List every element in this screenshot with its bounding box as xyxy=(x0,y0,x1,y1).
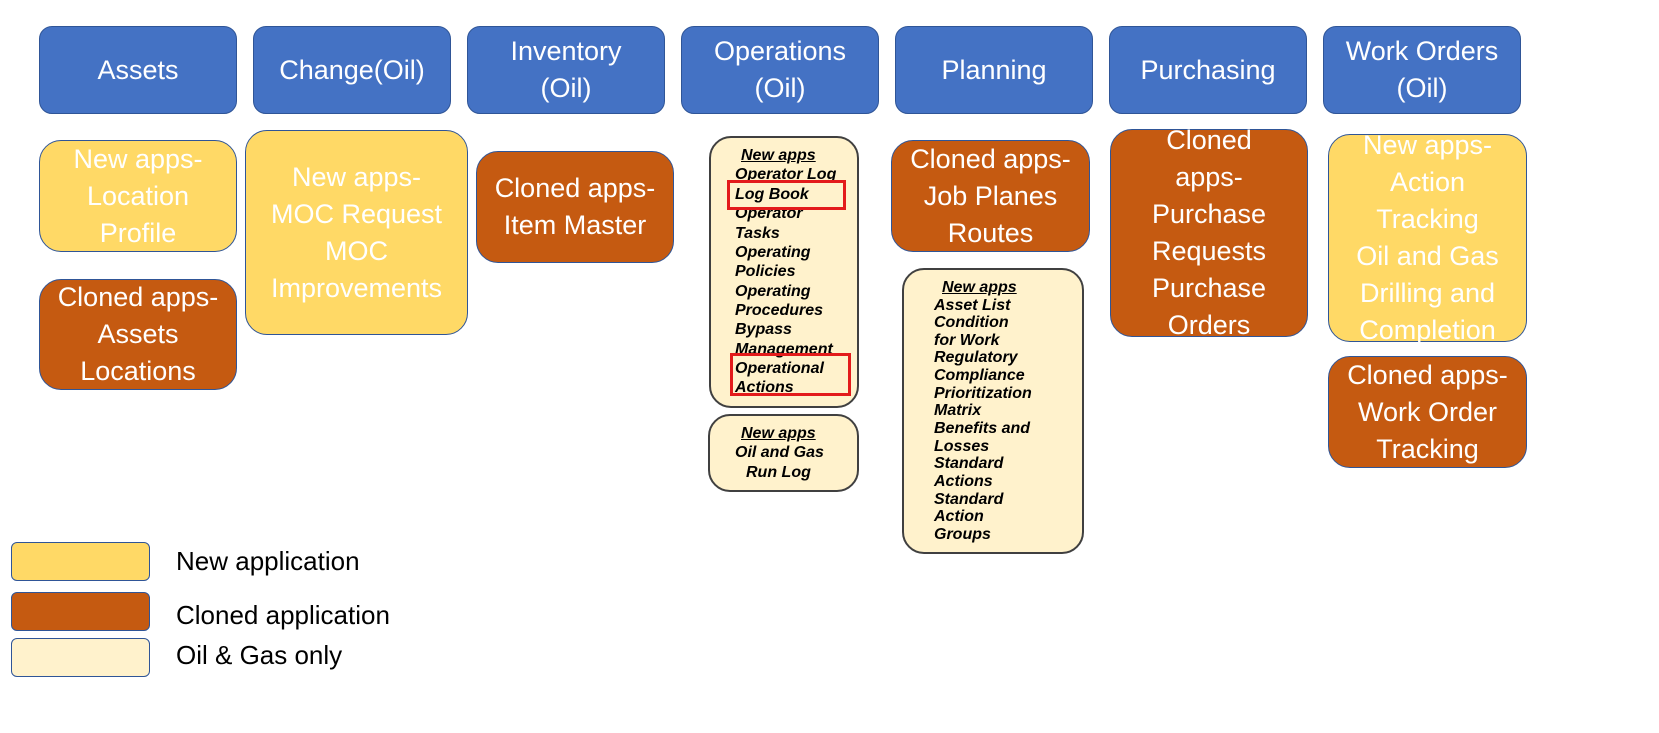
header-purchasing: Purchasing xyxy=(1109,26,1307,114)
header-change: Change(Oil) xyxy=(253,26,451,114)
operational-actions-highlight xyxy=(730,353,851,396)
work-orders-cloned-apps-box: Cloned apps- Work Order Tracking xyxy=(1328,356,1527,468)
operations-list-item: Tasks xyxy=(735,225,780,242)
planning-list-heading: New apps xyxy=(942,279,1017,296)
assets-new-apps-box: New apps- Location Profile xyxy=(39,140,237,252)
planning-list-item: Condition xyxy=(934,314,1009,331)
operations-list-item: Operating xyxy=(735,244,811,261)
planning-list-item: Groups xyxy=(934,526,991,543)
change-new-apps-box: New apps- MOC Request MOC Improvements xyxy=(245,130,468,335)
run-log-line: Oil and Gas xyxy=(735,444,824,461)
planning-list-item: Action xyxy=(934,508,984,525)
inventory-cloned-apps-box: Cloned apps- Item Master xyxy=(476,151,674,263)
header-inventory: Inventory (Oil) xyxy=(467,26,665,114)
header-planning: Planning xyxy=(895,26,1093,114)
legend-swatch-oil-gas xyxy=(11,638,150,677)
assets-cloned-apps-box: Cloned apps- Assets Locations xyxy=(39,279,237,390)
operations-list-item: Operational xyxy=(735,360,824,377)
planning-list-item: Benefits and xyxy=(934,420,1031,437)
planning-cloned-apps-box: Cloned apps- Job Planes Routes xyxy=(891,140,1090,252)
planning-new-apps-list xyxy=(902,268,1084,554)
legend-label-cloned: Cloned application xyxy=(176,600,390,630)
header-operations: Operations (Oil) xyxy=(681,26,879,114)
operations-list-item: Operator Log xyxy=(735,166,837,183)
planning-list-item: for Work xyxy=(934,332,1000,349)
operations-list-item: Operating xyxy=(735,283,811,300)
planning-list-item: Actions xyxy=(934,473,993,490)
operations-list-item: Procedures xyxy=(735,302,824,319)
planning-list-item: Prioritization xyxy=(934,385,1032,402)
header-assets: Assets xyxy=(39,26,237,114)
operations-list-item: Actions xyxy=(735,379,794,396)
planning-list-item: Matrix xyxy=(934,402,982,419)
purchasing-cloned-apps-box: Cloned apps- Purchase Requests Purchase … xyxy=(1110,125,1308,340)
planning-list-item: Compliance xyxy=(934,367,1025,384)
planning-list-item: Asset List xyxy=(934,297,1011,314)
legend-swatch-new xyxy=(11,542,150,581)
operations-list-item: Bypass xyxy=(735,321,792,338)
work-orders-new-apps-box: New apps- Action Tracking Oil and Gas Dr… xyxy=(1328,130,1527,345)
legend-label-new: New application xyxy=(176,546,360,576)
legend-label-oil-gas: Oil & Gas only xyxy=(176,640,343,670)
operations-list-item: Policies xyxy=(735,263,796,280)
operations-list-item: Log Book xyxy=(735,186,809,203)
operations-run-log-box xyxy=(708,414,859,492)
planning-list-item: Standard xyxy=(934,455,1004,472)
run-log-heading: New apps xyxy=(741,425,816,442)
run-log-line: Run Log xyxy=(746,464,811,481)
planning-list-item: Losses xyxy=(934,438,990,455)
log-book-highlight xyxy=(727,180,846,210)
planning-list-item: Standard xyxy=(934,491,1004,508)
planning-list-item: Regulatory xyxy=(934,349,1018,366)
operations-list-heading: New apps xyxy=(741,147,816,164)
legend-swatch-cloned xyxy=(11,592,150,631)
header-work-orders: Work Orders (Oil) xyxy=(1323,26,1521,114)
